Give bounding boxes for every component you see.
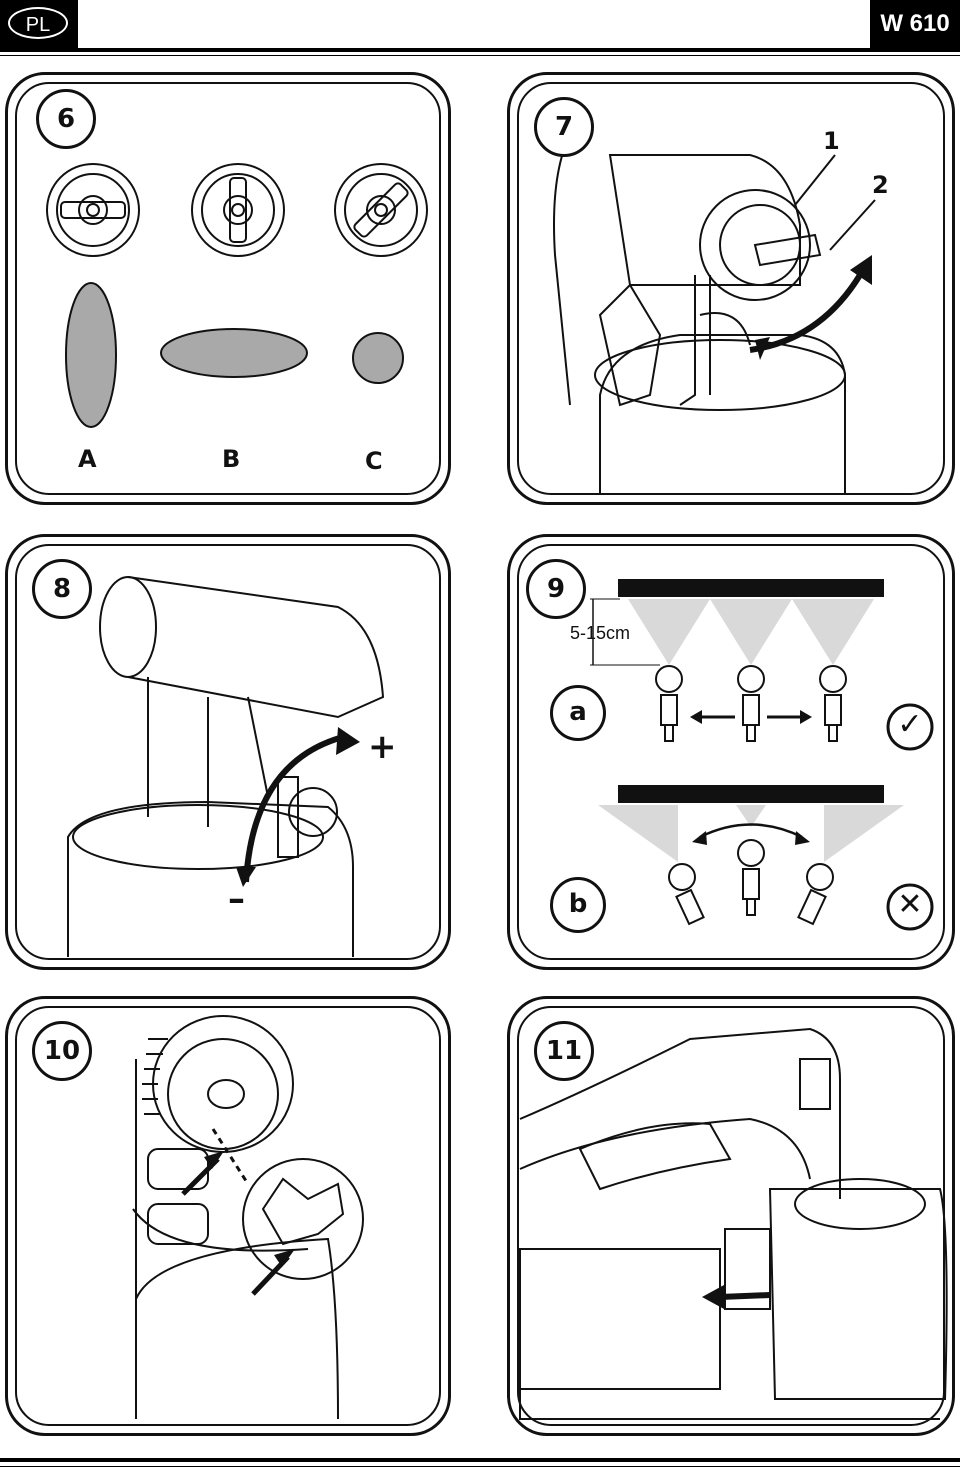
method-b-badge: b bbox=[550, 877, 606, 933]
step-number: 10 bbox=[32, 1021, 92, 1081]
cross-icon: ✕ bbox=[897, 887, 923, 922]
surface-b bbox=[618, 785, 884, 803]
header-rule-thin bbox=[0, 55, 960, 56]
spray-patterns-figure bbox=[46, 163, 428, 428]
minus-sign: – bbox=[228, 879, 245, 919]
language-code: PL bbox=[8, 7, 68, 39]
step-number: 9 bbox=[526, 559, 586, 619]
panel-border bbox=[15, 82, 441, 495]
panel-border bbox=[15, 1006, 441, 1426]
panel-border bbox=[517, 82, 945, 495]
panel-border bbox=[15, 544, 441, 960]
step-number: 8 bbox=[32, 559, 92, 619]
callout-1: 1 bbox=[823, 127, 840, 155]
distance-label: 5-15cm bbox=[570, 623, 631, 643]
step-number: 6 bbox=[36, 89, 96, 149]
language-badge: PL bbox=[0, 0, 78, 48]
pattern-a-vertical bbox=[65, 282, 117, 428]
step-number: 7 bbox=[534, 97, 594, 157]
label-b: B bbox=[222, 445, 241, 473]
spray-technique-figure bbox=[590, 579, 934, 931]
nozzle-assembly-figure bbox=[132, 1015, 364, 1420]
panel-7-nozzle-rotation: 7 1 2 bbox=[507, 72, 955, 505]
panel-11-filter-removal: 11 bbox=[507, 996, 955, 1436]
pattern-c-round bbox=[352, 332, 404, 384]
header-rule bbox=[0, 48, 960, 52]
plus-sign: + bbox=[368, 727, 397, 767]
method-a-badge: a bbox=[550, 685, 606, 741]
panel-9-spray-technique: 9 5-15cm a b ✓ ✕ bbox=[507, 534, 955, 970]
panel-10-nozzle-assembly: 10 bbox=[5, 996, 451, 1436]
panel-6-spray-patterns: 6 A B C bbox=[5, 72, 451, 505]
spray-gun-nozzle-figure bbox=[553, 134, 876, 495]
filter-removal-figure bbox=[519, 1027, 948, 1420]
callout-2: 2 bbox=[872, 171, 889, 199]
label-a: A bbox=[78, 445, 97, 473]
label-c: C bbox=[365, 447, 383, 475]
check-icon: ✓ bbox=[897, 707, 923, 742]
model-label: W 610 bbox=[870, 0, 960, 48]
pattern-b-horizontal bbox=[160, 328, 308, 378]
surface-a bbox=[618, 579, 884, 597]
panel-border bbox=[517, 544, 945, 960]
footer-rule-thin bbox=[0, 1466, 960, 1467]
footer-rule bbox=[0, 1458, 960, 1462]
flow-regulator-figure bbox=[67, 576, 385, 957]
step-number: 11 bbox=[534, 1021, 594, 1081]
panel-8-flow-adjust: 8 + – bbox=[5, 534, 451, 970]
